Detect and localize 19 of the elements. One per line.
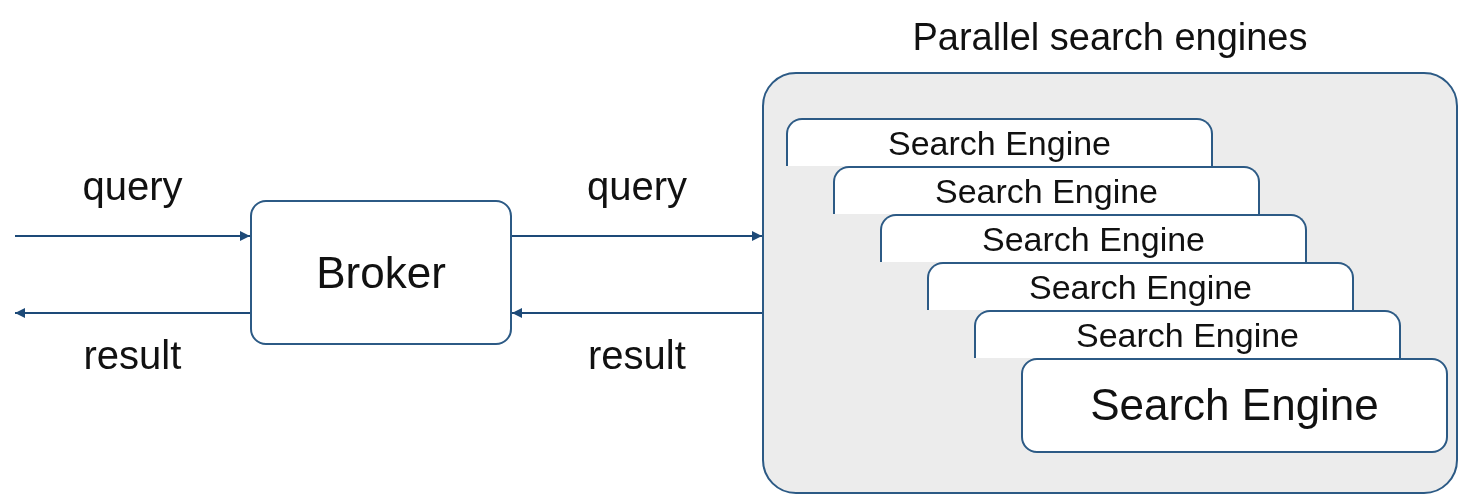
process-box xyxy=(833,166,1260,214)
node-label: Search Engine xyxy=(1089,380,1380,430)
process-box xyxy=(927,262,1354,310)
process-box xyxy=(974,310,1401,358)
node-label: Search Engine xyxy=(933,172,1159,211)
node-label: Broker xyxy=(315,248,447,298)
group-title: Parallel search engines xyxy=(911,16,1309,59)
arrow xyxy=(511,308,763,318)
node-label: Search Engine xyxy=(1074,316,1300,355)
node-label: Search Engine xyxy=(980,220,1206,259)
node-label: Search Engine xyxy=(1027,268,1253,307)
node-label: Search Engine xyxy=(886,124,1112,163)
arrow xyxy=(14,231,251,241)
arrow xyxy=(14,308,251,318)
process-box xyxy=(250,200,512,345)
arrow xyxy=(511,231,763,241)
process-box xyxy=(1021,358,1448,453)
process-box xyxy=(786,118,1213,166)
process-box xyxy=(880,214,1307,262)
